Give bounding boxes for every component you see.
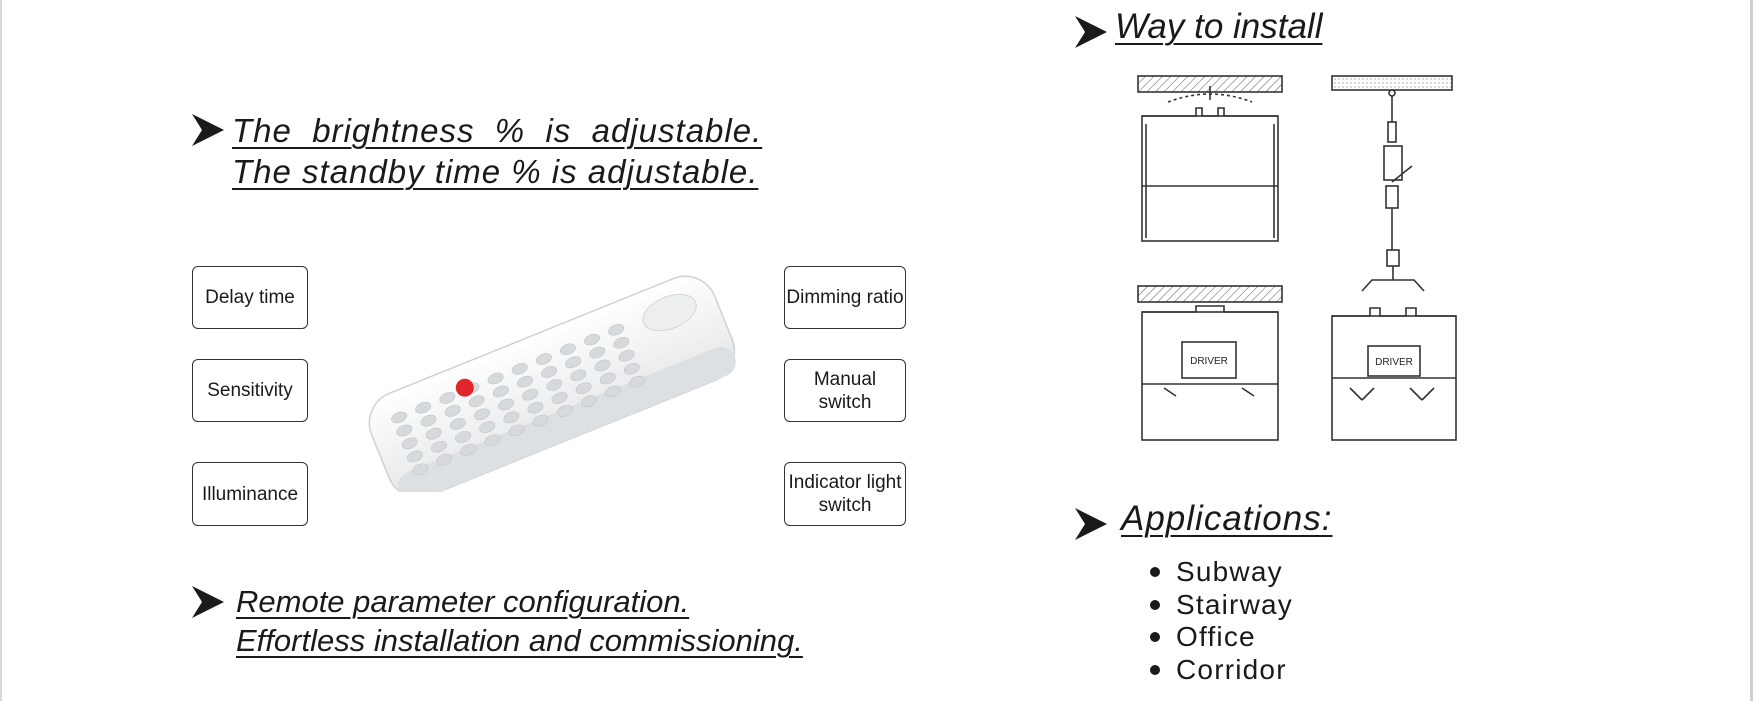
list-item: Corridor [1150,654,1293,687]
application-stairway: Stairway [1176,588,1293,620]
remote-key [565,356,582,369]
list-bullet-icon [1150,567,1160,578]
remote-key [455,431,472,443]
param-indicator-light-switch: Indicator light switch [784,462,906,526]
remote-key [608,323,625,336]
remote-key [498,398,515,411]
brightness-line-2: The standby time % is adjustable. [232,153,759,190]
remote-key [460,444,477,456]
remote-key [508,424,525,437]
remote-key [484,434,501,446]
remote-key [532,414,549,427]
application-corridor: Corridor [1176,653,1287,685]
remote-key [546,379,563,391]
remote-key [599,372,616,385]
remote-key [439,392,456,404]
arrow-bullet-icon [1075,16,1107,48]
remote-key [479,421,496,433]
applications-heading: Applications: [1073,496,1332,544]
installation-diagram: DRIVER DRIVER [1137,75,1457,441]
remote-key [425,427,442,440]
remote-key [605,385,621,398]
param-dimming-ratio: Dimming ratio [784,266,906,329]
list-item: Subway [1150,556,1293,589]
remote-key [618,349,635,362]
remote-heading: Remote parameter configuration. Effortle… [190,582,803,660]
remote-key [516,375,533,388]
driver-label-left: DRIVER [1190,356,1228,367]
install-title: Way to install [1115,7,1323,46]
remote-key [623,362,640,375]
applications-title: Applications: [1121,499,1333,538]
remote-key [559,343,576,356]
param-manual-switch: Manual switch [784,359,906,422]
remote-key [406,450,423,463]
remote-key [391,411,408,424]
remote-key [474,408,490,421]
driver-label-right: DRIVER [1375,357,1413,368]
remote-key [396,424,413,437]
remote-control-image [368,275,736,492]
remote-key [487,372,504,385]
remote-key [589,346,606,359]
remote-key [594,359,611,372]
remote-key [570,369,587,382]
application-subway: Subway [1176,556,1283,587]
remote-key [527,401,544,414]
brightness-line-1: The brightness % is adjustable. [232,112,763,149]
param-illuminance: Illuminance [192,462,308,526]
remote-key [436,453,453,466]
list-item: Office [1150,621,1293,654]
remote-key [503,411,520,424]
list-item: Stairway [1150,589,1293,622]
remote-key [449,418,466,430]
remote-key [584,333,600,346]
arrow-bullet-icon [1075,508,1107,540]
remote-key [535,353,552,365]
remote-key [541,366,558,378]
remote-key [468,395,485,408]
page-edge-left [0,0,2,701]
arrow-bullet-icon [192,586,224,618]
list-bullet-icon [1150,664,1160,675]
remote-key [613,336,630,349]
install-heading: Way to install [1073,4,1323,52]
param-sensitivity: Sensitivity [192,359,308,422]
remote-key [444,405,461,417]
remote-key [629,375,646,388]
page-edge-right [1750,0,1753,701]
remote-key [401,437,418,450]
remote-key [556,405,573,417]
remote-key [420,414,437,427]
remote-key [431,440,447,453]
list-bullet-icon [1150,599,1160,610]
application-office: Office [1176,621,1256,652]
param-delay-time: Delay time [192,266,308,329]
remote-key [492,385,509,398]
list-bullet-icon [1150,632,1160,643]
remote-key [415,401,432,414]
remote-key [580,395,597,408]
remote-key [412,463,429,476]
remote-key [551,392,568,404]
applications-list: Subway Stairway Office Corridor [1150,556,1293,686]
remote-key [511,362,528,375]
remote-line-1: Remote parameter configuration. [236,584,690,619]
arrow-bullet-icon [192,114,224,146]
remote-key [575,382,592,395]
remote-line-2: Effortless installation and commissionin… [236,623,803,658]
remote-key [522,388,539,401]
brightness-heading: The brightness % is adjustable. The stan… [190,110,762,192]
